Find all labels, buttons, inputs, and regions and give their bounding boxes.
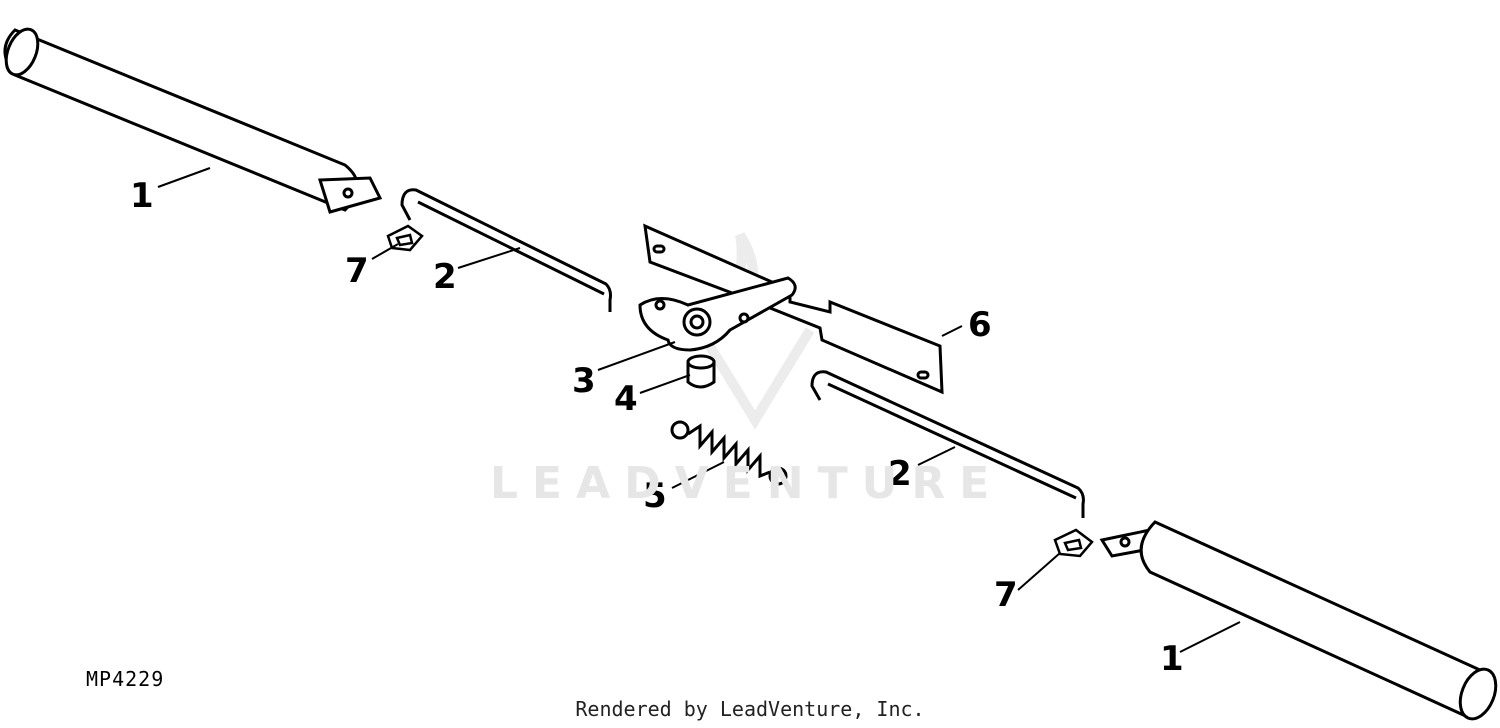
callout-lever: 3 — [572, 361, 596, 401]
rod-left — [3, 27, 383, 214]
callout-rod-left: 1 — [130, 176, 154, 216]
clip-right — [1053, 528, 1094, 558]
rod-right — [1099, 520, 1498, 721]
bracket — [643, 223, 944, 395]
spacer — [686, 354, 716, 389]
spring — [670, 420, 788, 486]
link-right — [810, 370, 1085, 518]
reference-code: MP4229 — [86, 667, 165, 691]
callout-link-right: 2 — [888, 454, 912, 494]
leader-lines — [157, 167, 1241, 653]
credit-line: Rendered by LeadVenture, Inc. — [575, 697, 925, 721]
callout-rod-right: 1 — [1160, 639, 1184, 679]
callout-bracket: 6 — [968, 305, 992, 345]
callout-spacer: 4 — [614, 379, 638, 419]
lever — [638, 276, 797, 352]
watermark-text: LEADVENTURE — [490, 458, 1004, 509]
callout-spring: 5 — [643, 476, 667, 516]
callout-link-left: 2 — [433, 257, 457, 297]
callout-clip-left: 7 — [345, 251, 369, 291]
link-left — [400, 188, 612, 312]
callout-clip-right: 7 — [994, 575, 1018, 615]
